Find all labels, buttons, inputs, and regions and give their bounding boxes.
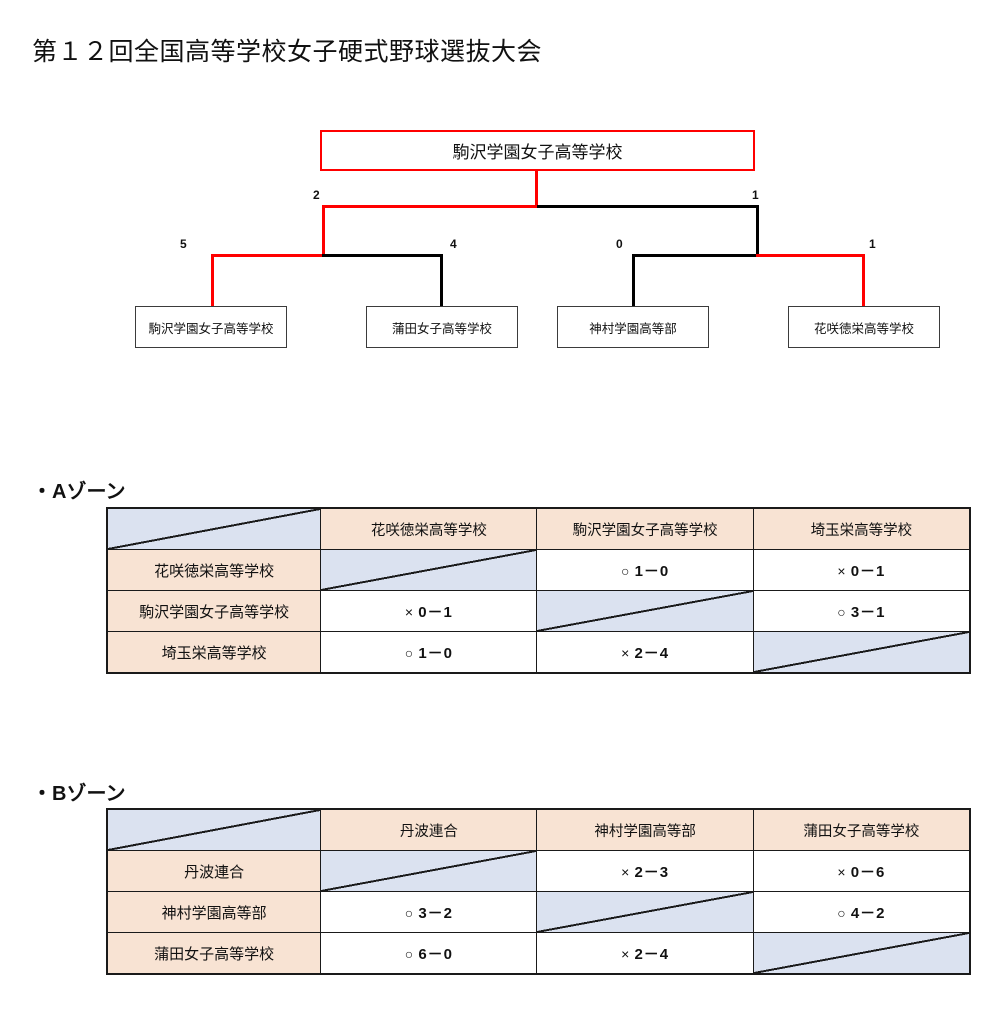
semifinal-1-right-score: 4 xyxy=(450,237,457,251)
zone-a-table: 花咲徳栄高等学校 駒沢学園女子高等学校 埼玉栄高等学校 花咲徳栄高等学校 ○ 1… xyxy=(106,507,971,674)
zone-b-table: 丹波連合 神村学園高等部 蒲田女子高等学校 丹波連合 × 2－3 × 0－6 神… xyxy=(106,808,971,975)
bracket-line-champion-drop xyxy=(535,169,538,208)
bracket-team-box: 駒沢学園女子高等学校 xyxy=(135,306,287,348)
zone-a-label: ・Aゾーン xyxy=(32,481,126,503)
bracket-line-semi1-left xyxy=(211,254,324,257)
bracket-line-final-left-drop xyxy=(322,205,325,256)
table-header-row: 花咲徳栄高等学校 駒沢学園女子高等学校 埼玉栄高等学校 xyxy=(106,508,971,550)
table-row: 丹波連合 × 2－3 × 0－6 xyxy=(106,850,971,892)
column-header: 駒沢学園女子高等学校 xyxy=(536,508,754,550)
result-score: 2－3 xyxy=(634,863,670,881)
table-row: 蒲田女子高等学校 ○ 6－0 × 2－4 xyxy=(106,932,971,974)
result-score: 2－4 xyxy=(634,644,670,662)
result-mark: × xyxy=(837,562,846,579)
result-mark: × xyxy=(621,644,630,661)
bracket-line-final-right-drop xyxy=(756,205,759,256)
corner-cell xyxy=(106,508,322,550)
row-header: 埼玉栄高等学校 xyxy=(106,631,322,673)
table-header-row: 丹波連合 神村学園高等部 蒲田女子高等学校 xyxy=(106,809,971,851)
result-cell: × 2－3 xyxy=(536,850,754,892)
result-mark: × xyxy=(621,863,630,880)
bracket-line-final-right xyxy=(537,205,759,208)
column-header: 蒲田女子高等学校 xyxy=(752,809,971,851)
result-cell: × 0－1 xyxy=(320,590,538,632)
table-row: 神村学園高等部 ○ 3－2 ○ 4－2 xyxy=(106,891,971,933)
self-cell xyxy=(320,549,538,591)
result-cell: ○ 6－0 xyxy=(320,932,538,974)
bracket-team-box: 花咲徳栄高等学校 xyxy=(788,306,940,348)
tournament-bracket: 駒沢学園女子高等学校 2 1 5 4 0 1 駒沢学園女子高等学校 蒲田女子高等… xyxy=(0,110,1000,370)
column-header: 丹波連合 xyxy=(320,809,538,851)
result-mark: × xyxy=(621,945,630,962)
self-cell xyxy=(752,631,971,673)
zone-b-label: ・Bゾーン xyxy=(32,783,126,805)
result-score: 4－2 xyxy=(850,904,886,922)
result-cell: × 2－4 xyxy=(536,631,754,673)
self-cell xyxy=(536,891,754,933)
bracket-line-semi2-left-drop xyxy=(632,254,635,309)
result-score: 6－0 xyxy=(418,945,454,963)
bracket-line-semi2-left xyxy=(632,254,759,257)
result-cell: ○ 4－2 xyxy=(752,891,971,933)
bracket-line-final-left xyxy=(322,205,537,208)
result-cell: × 0－1 xyxy=(752,549,971,591)
bracket-line-semi1-right xyxy=(322,254,442,257)
semifinal-2-left-score: 0 xyxy=(616,237,623,251)
result-mark: × xyxy=(837,863,846,880)
semifinal-2-right-score: 1 xyxy=(869,237,876,251)
result-score: 2－4 xyxy=(634,945,670,963)
page-title: 第１２回全国高等学校女子硬式野球選抜大会 xyxy=(32,39,543,66)
result-score: 3－2 xyxy=(418,904,454,922)
result-mark: ○ xyxy=(404,904,414,921)
table-row: 花咲徳栄高等学校 ○ 1－0 × 0－1 xyxy=(106,549,971,591)
result-cell: ○ 1－0 xyxy=(320,631,538,673)
result-mark: ○ xyxy=(837,904,846,921)
bracket-line-semi1-left-drop xyxy=(211,254,214,309)
result-mark: ○ xyxy=(404,945,414,962)
result-cell: × 0－6 xyxy=(752,850,971,892)
row-header: 駒沢学園女子高等学校 xyxy=(106,590,322,632)
result-score: 0－1 xyxy=(418,603,453,621)
result-cell: × 2－4 xyxy=(536,932,754,974)
table-row: 埼玉栄高等学校 ○ 1－0 × 2－4 xyxy=(106,631,971,673)
bracket-team-box: 蒲田女子高等学校 xyxy=(366,306,518,348)
champion-box: 駒沢学園女子高等学校 xyxy=(320,130,755,171)
self-cell xyxy=(536,590,754,632)
result-mark: × xyxy=(404,603,414,620)
result-score: 3－1 xyxy=(850,603,886,621)
bracket-line-semi2-right-drop xyxy=(862,254,865,309)
result-score: 0－6 xyxy=(850,863,886,881)
table-row: 駒沢学園女子高等学校 × 0－1 ○ 3－1 xyxy=(106,590,971,632)
bracket-team-box: 神村学園高等部 xyxy=(557,306,709,348)
result-score: 1－0 xyxy=(634,562,670,580)
result-score: 1－0 xyxy=(418,644,454,662)
self-cell xyxy=(752,932,971,974)
column-header: 神村学園高等部 xyxy=(536,809,754,851)
result-score: 0－1 xyxy=(850,562,886,580)
self-cell xyxy=(320,850,538,892)
final-right-score: 1 xyxy=(752,188,759,202)
final-left-score: 2 xyxy=(313,188,320,202)
row-header: 蒲田女子高等学校 xyxy=(106,932,322,974)
row-header: 神村学園高等部 xyxy=(106,891,322,933)
row-header: 花咲徳栄高等学校 xyxy=(106,549,322,591)
corner-cell xyxy=(106,809,322,851)
semifinal-1-left-score: 5 xyxy=(180,237,187,251)
bracket-line-semi2-right xyxy=(756,254,864,257)
bracket-line-semi1-right-drop xyxy=(440,254,443,309)
result-cell: ○ 3－2 xyxy=(320,891,538,933)
result-mark: ○ xyxy=(837,603,846,620)
column-header: 花咲徳栄高等学校 xyxy=(320,508,538,550)
result-cell: ○ 1－0 xyxy=(536,549,754,591)
column-header: 埼玉栄高等学校 xyxy=(752,508,971,550)
result-cell: ○ 3－1 xyxy=(752,590,971,632)
result-mark: ○ xyxy=(620,562,630,579)
row-header: 丹波連合 xyxy=(106,850,322,892)
result-mark: ○ xyxy=(404,644,414,661)
